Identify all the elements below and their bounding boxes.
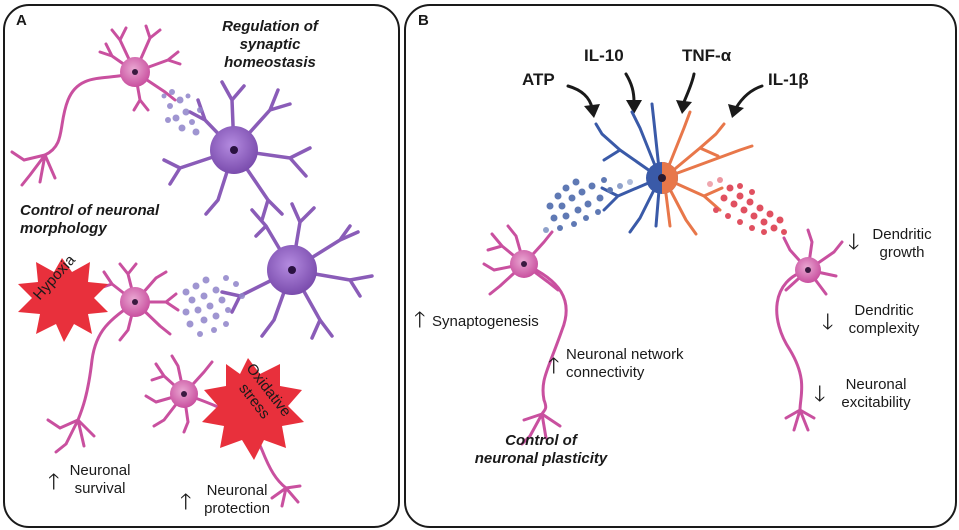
title-line: morphology — [20, 220, 107, 237]
up-arrow-icon: 🡑 — [48, 470, 60, 495]
dendritic-growth-label: Dendritic growth — [860, 226, 944, 262]
down-arrow-icon: 🡓 — [822, 310, 834, 335]
cytokine-arrows — [566, 72, 764, 110]
label-line: Neuronal — [845, 376, 907, 393]
panel-b — [404, 4, 957, 528]
vesicles-a-top — [161, 89, 203, 136]
cytokine-tnf-alpha: TNF-α — [682, 46, 732, 65]
vesicles-a-middle — [182, 275, 245, 337]
up-arrow-icon: 🡑 — [548, 354, 560, 379]
label-line: protection — [204, 500, 270, 517]
down-arrow-icon: 🡓 — [848, 230, 860, 255]
cytokine-il10: IL-10 — [584, 46, 624, 65]
label-line: connectivity — [566, 364, 645, 381]
cytokine-il1-beta: IL-1β — [768, 70, 809, 89]
label-line: Neuronal — [69, 462, 131, 479]
title-line: Control of — [505, 432, 577, 449]
astrocyte-a-top — [162, 80, 312, 222]
label-line: Neuronal network — [566, 346, 684, 363]
network-connectivity-label: Neuronal network connectivity — [566, 346, 684, 382]
microglia-orange-half — [662, 110, 754, 236]
vesicles-red — [707, 177, 787, 235]
neuronal-plasticity-title: Control of neuronal plasticity — [456, 432, 626, 468]
hypoxia-star — [18, 258, 108, 342]
label-line: survival — [74, 480, 126, 497]
label-line: Dendritic — [872, 226, 932, 243]
neuronal-survival-label: Neuronal survival — [60, 462, 140, 498]
synaptic-homeostasis-title: Regulation of synaptic homeostasis — [190, 18, 350, 72]
title-line: Control of neuronal — [20, 202, 160, 219]
down-arrow-icon: 🡓 — [814, 382, 826, 407]
title-line: Regulation of synaptic — [222, 18, 318, 53]
title-line: neuronal plasticity — [474, 450, 608, 467]
up-arrow-icon: 🡑 — [180, 490, 192, 515]
neuron-b-right — [775, 228, 844, 432]
cytokine-arrowheads — [584, 100, 744, 118]
vesicles-blue — [543, 177, 633, 233]
label-line: growth — [879, 244, 925, 261]
label-line: complexity — [848, 320, 920, 337]
label-line: Neuronal — [206, 482, 268, 499]
up-arrow-icon: 🡑 — [414, 308, 426, 333]
label-line: Dendritic — [854, 302, 914, 319]
label-line: excitability — [841, 394, 911, 411]
oxidative-stress-star — [202, 358, 304, 460]
dendritic-complexity-label: Dendritic complexity — [838, 302, 930, 338]
synaptogenesis-label: Synaptogenesis — [432, 313, 539, 330]
panel-b-letter: B — [418, 12, 429, 29]
neuronal-morphology-title: Control of neuronal morphology — [20, 202, 159, 238]
microglia-blue-half — [594, 102, 662, 234]
title-line: homeostasis — [224, 54, 316, 71]
neuronal-excitability-label: Neuronal excitability — [826, 376, 926, 412]
neuron-a-top — [10, 24, 182, 187]
cytokine-atp: ATP — [522, 70, 555, 89]
panel-a-letter: A — [16, 12, 27, 29]
neuronal-protection-label: Neuronal protection — [194, 482, 280, 518]
